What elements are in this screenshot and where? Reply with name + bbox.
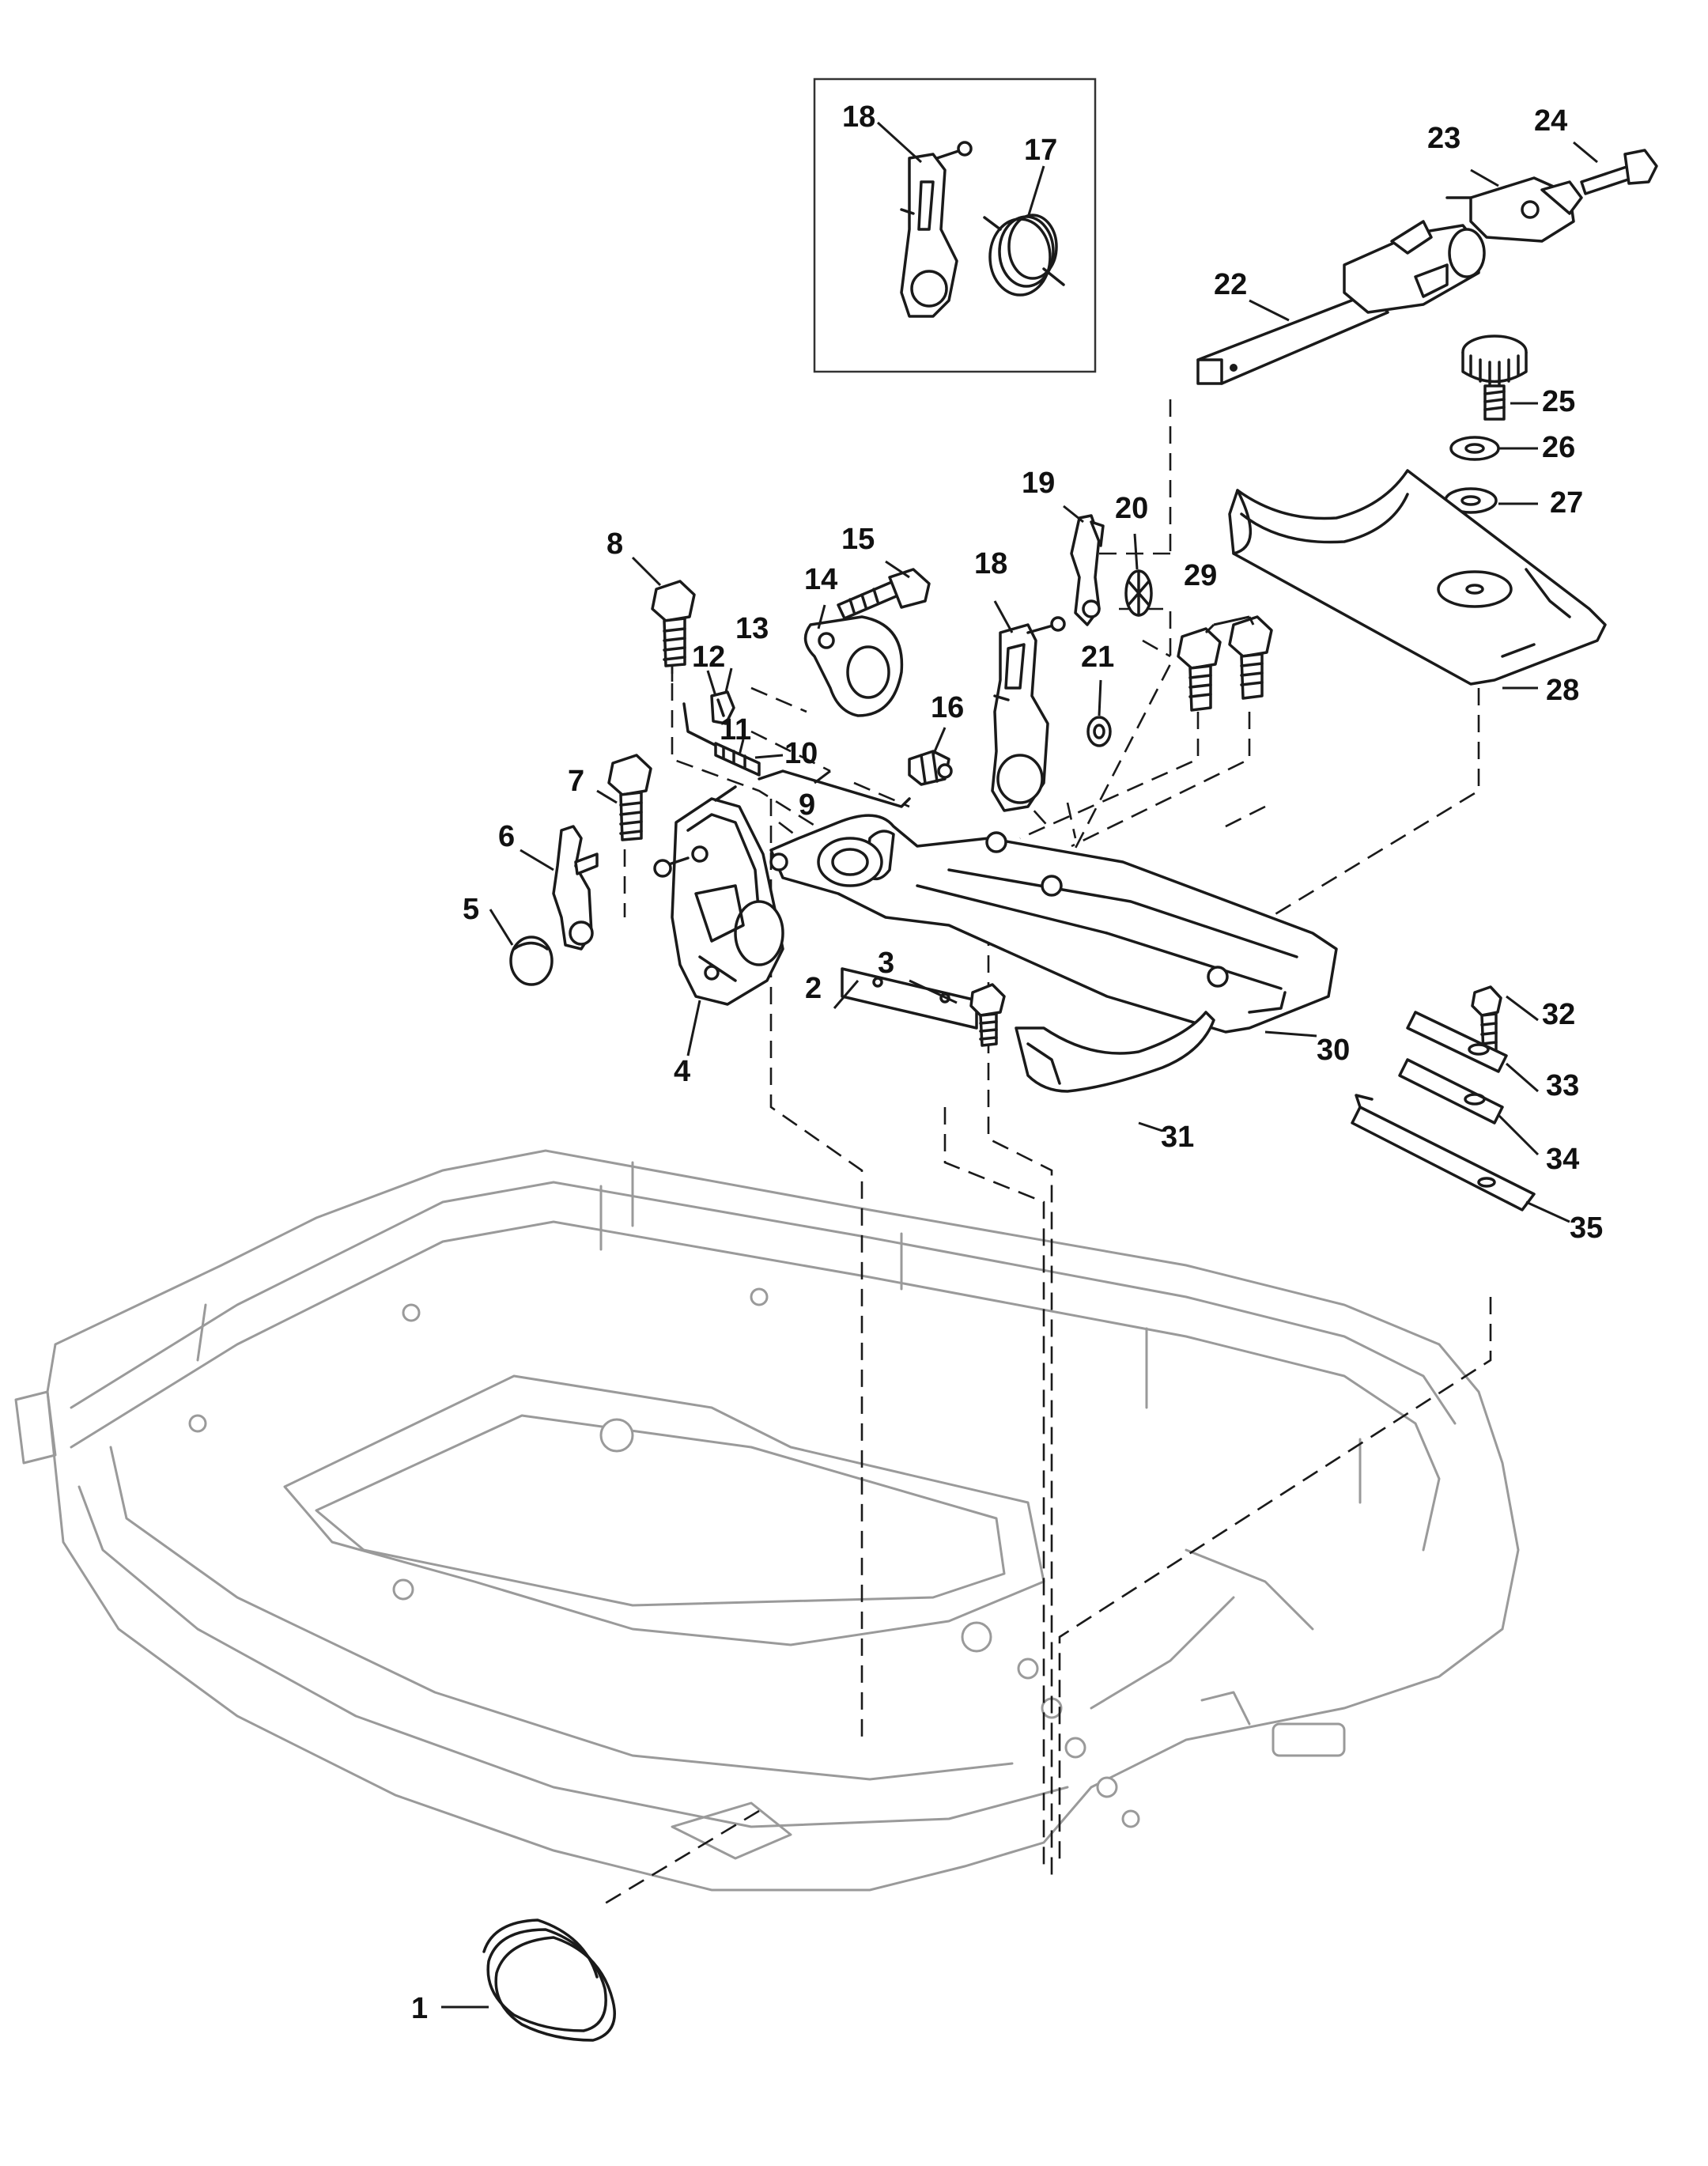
screw-3: [969, 983, 1006, 1047]
clip-16: [908, 750, 953, 786]
lever-19: [1070, 514, 1105, 626]
callout-19: 19: [1022, 467, 1055, 500]
callout-1: 1: [411, 1992, 428, 2025]
clip-21: [1086, 716, 1112, 747]
callout-4: 4: [674, 1055, 690, 1088]
spring-inset: [983, 214, 1065, 297]
guard-31: [1015, 1011, 1215, 1093]
callout-9: 9: [799, 788, 815, 822]
screw-8: [651, 580, 696, 667]
callout-25: 25: [1542, 385, 1575, 418]
callout-31: 31: [1161, 1121, 1194, 1154]
callout-11: 11: [720, 713, 751, 747]
screw-24: [1580, 149, 1658, 195]
screw-7: [607, 754, 652, 841]
callout-34: 34: [1546, 1143, 1579, 1176]
callout-13: 13: [735, 612, 769, 645]
disc-20: [1124, 569, 1153, 617]
callout-29: 29: [1184, 559, 1217, 592]
cap-5: [509, 936, 554, 986]
plate-33: [1406, 1011, 1508, 1073]
callout-30: 30: [1317, 1034, 1350, 1067]
clip-13: [710, 690, 735, 725]
callout-21: 21: [1081, 641, 1114, 674]
callout-26: 26: [1542, 431, 1575, 464]
throttle-lever-inset: [900, 141, 973, 318]
plate-35: [1351, 1094, 1536, 1212]
callout-32: 32: [1542, 998, 1575, 1031]
callout-22: 22: [1214, 268, 1247, 301]
plate-34: [1398, 1058, 1504, 1125]
callout-3: 3: [878, 947, 894, 980]
knob-25: [1461, 335, 1528, 421]
screw-15: [837, 568, 931, 620]
callout-20: 20: [1115, 492, 1148, 525]
callout-28: 28: [1546, 674, 1579, 707]
shift-shaft-assembly: [1196, 220, 1486, 385]
callout-27: 27: [1550, 486, 1583, 520]
callout-17: 17: [1024, 134, 1057, 167]
bracket-14: [803, 615, 904, 717]
callout-35: 35: [1570, 1212, 1603, 1245]
callout-18: 18: [974, 547, 1007, 580]
control-housing-4: [653, 785, 784, 1006]
lever-6: [552, 825, 599, 951]
washer-26: [1449, 436, 1500, 461]
clip-10-11: [714, 742, 761, 777]
callout-leaders: [441, 121, 1598, 2009]
callout-labels: 1 2 3 4 5 6 7 8 9 10 11 12 13 14 15 16 1…: [411, 100, 1603, 2025]
callout-16: 16: [931, 691, 964, 724]
mounting-bracket-30: [769, 814, 1338, 1034]
callout-2: 2: [805, 972, 822, 1005]
inset-panel: [813, 77, 1097, 373]
callout-8: 8: [606, 527, 623, 561]
screw-32: [1471, 985, 1502, 1055]
throttle-lever-18: [991, 616, 1066, 812]
callout-6: 6: [498, 820, 515, 853]
callout-12: 12: [692, 641, 725, 674]
callout-23: 23: [1427, 122, 1460, 155]
shift-bracket-23: [1445, 176, 1583, 243]
callout-18-inset: 18: [842, 100, 875, 134]
callout-24: 24: [1534, 104, 1567, 138]
callout-33: 33: [1546, 1069, 1579, 1102]
grommet-1: [482, 1918, 616, 2042]
assembly-guide-lines: [600, 399, 1492, 1907]
callout-10: 10: [784, 737, 818, 770]
callout-7: 7: [568, 765, 584, 798]
plate-2: [841, 967, 978, 1030]
cover-plate-28: [1228, 469, 1607, 686]
callout-14: 14: [804, 563, 837, 596]
callout-15: 15: [841, 523, 875, 556]
lower-cowl-housing: [14, 1149, 1520, 1892]
screws-29: [1177, 615, 1273, 712]
callout-5: 5: [463, 893, 479, 926]
